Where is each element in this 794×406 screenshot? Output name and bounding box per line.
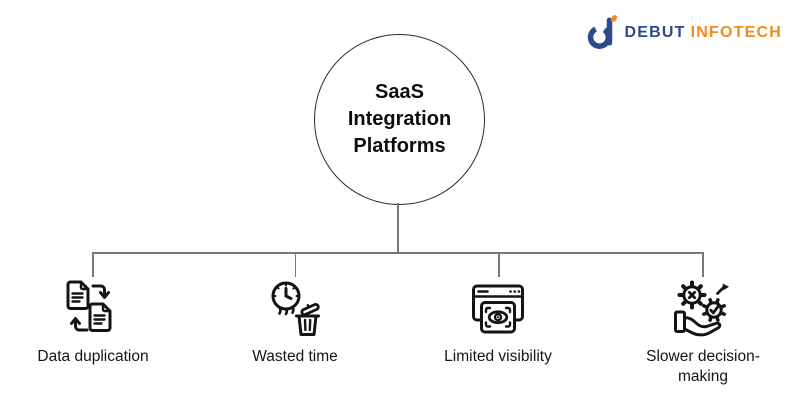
connector-drop-2 — [294, 252, 297, 277]
branch-limited-visibility: Limited visibility — [388, 277, 608, 367]
connector-horizontal — [92, 252, 704, 254]
wasted-time-icon — [271, 281, 320, 336]
limited-visibility-icon — [472, 284, 524, 334]
connector-drop-4 — [702, 252, 704, 277]
connector-drop-1 — [92, 252, 94, 277]
root-node-title: SaaS Integration Platforms — [347, 81, 452, 157]
root-node-circle: SaaS Integration Platforms — [314, 34, 485, 205]
debut-infotech-logo-icon — [587, 15, 617, 49]
slower-decision-making-icon — [674, 280, 729, 337]
branch-label: Data duplication — [37, 348, 149, 365]
branch-label: Slower decision-making — [646, 348, 760, 385]
branch-wasted-time: Wasted time — [185, 277, 405, 367]
branch-label: Limited visibility — [444, 348, 552, 365]
logo-word-infotech: INFOTECH — [690, 24, 782, 41]
logo-word-debut: DEBUT — [624, 24, 686, 41]
branch-label: Wasted time — [252, 348, 338, 365]
branch-slower-decision-making: Slower decision-making — [593, 277, 794, 386]
branch-data-duplication: Data duplication — [0, 277, 203, 367]
connector-stem — [397, 203, 399, 252]
connector-drop-3 — [498, 252, 500, 277]
data-duplication-icon — [66, 280, 112, 332]
